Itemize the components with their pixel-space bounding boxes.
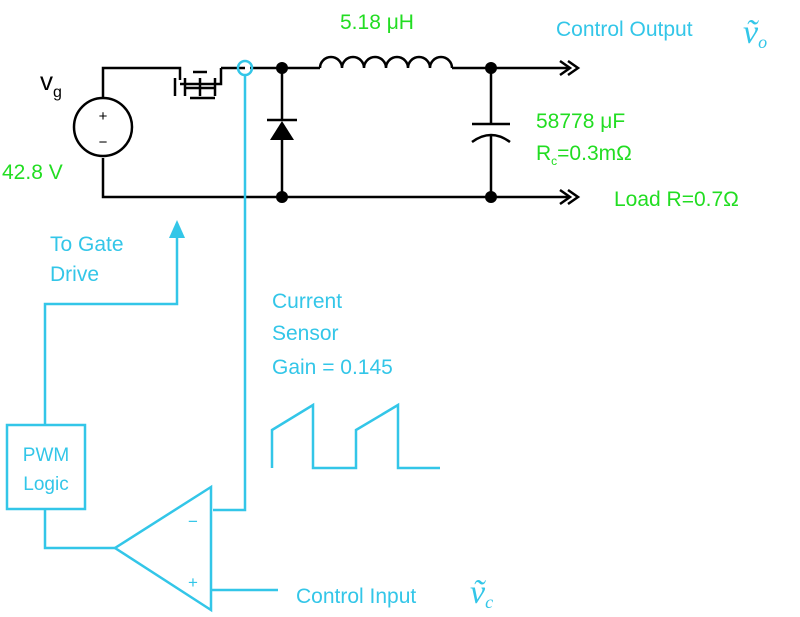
pwm-logic-box	[5, 423, 87, 511]
power-stage	[72, 55, 581, 206]
capacitor-plate-bottom	[471, 133, 511, 144]
wire-source-top	[101, 66, 170, 97]
node-top-diode	[276, 62, 288, 74]
node-bottom-cap	[485, 191, 497, 203]
pwm-line1: PWM	[23, 445, 69, 466]
gate-drive-line1: To Gate	[50, 233, 124, 256]
ramp-waveform-icon	[270, 402, 440, 470]
output-arrow-icon	[559, 59, 581, 77]
load-arrow-icon	[559, 188, 581, 206]
pwm-line2: Logic	[23, 474, 68, 495]
control-output-label: Control Output	[556, 18, 693, 41]
diode-icon	[270, 121, 294, 140]
wire-bottom	[101, 158, 568, 199]
wire-gate-drive	[43, 228, 179, 425]
mosfet-icon	[170, 66, 245, 100]
comparator-minus: −	[188, 512, 198, 531]
inductor-value: 5.18 μH	[340, 11, 414, 34]
source-symbol: vg	[40, 66, 62, 101]
comparator-icon	[112, 484, 213, 613]
inductor-icon	[318, 55, 454, 69]
sensor-line3: Gain = 0.145	[272, 356, 393, 379]
capacitor-value: 58778 μF	[536, 110, 625, 133]
source-minus: −	[99, 134, 108, 151]
node-bottom-diode	[276, 191, 288, 203]
control-loop	[5, 59, 440, 613]
source-plus: +	[99, 108, 108, 125]
wire-pwm-comparator	[43, 509, 115, 550]
capacitor-esr: Rc=0.3mΩ	[536, 142, 632, 168]
comparator-plus: +	[188, 573, 198, 592]
wire-sense-feedback	[213, 75, 247, 512]
load-label: Load R=0.7Ω	[614, 188, 739, 211]
sensor-line1: Current	[272, 290, 342, 313]
node-top-cap	[485, 62, 497, 74]
gate-drive-line2: Drive	[50, 263, 99, 286]
sensor-line2: Sensor	[272, 322, 339, 345]
control-input-label: Control Input	[296, 585, 416, 608]
junction-nodes	[276, 62, 497, 203]
control-output-symbol: ṽo	[743, 14, 767, 52]
gate-arrow-icon	[169, 220, 185, 238]
source-voltage: 42.8 V	[2, 161, 63, 184]
control-input-symbol: ṽc	[470, 574, 493, 612]
voltage-source-icon	[72, 96, 134, 158]
